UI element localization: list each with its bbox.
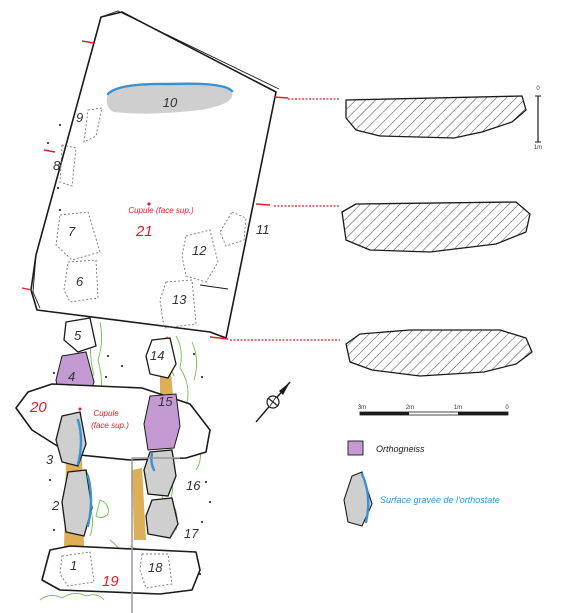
stone-label-11: 11 [256, 222, 270, 237]
section-2 [341, 201, 531, 253]
stone-label-9: 9 [76, 110, 83, 125]
cupule-note-20-l1: Cupule [93, 409, 119, 418]
stone-label-18: 18 [148, 560, 163, 575]
stone-label-12: 12 [192, 243, 207, 258]
section-scale: 0 1m [534, 86, 542, 151]
plan-scale-label-0: 0 [505, 405, 509, 411]
stone-label-6: 6 [76, 274, 84, 289]
section-guides [230, 98, 340, 341]
stone-14: 14 [145, 337, 177, 379]
stone-16: 16 [143, 449, 201, 497]
stone-label-2: 2 [51, 498, 60, 513]
stone-label-15: 15 [158, 394, 173, 409]
stone-3: 3 [46, 411, 87, 467]
stone-label-20: 20 [29, 399, 47, 416]
stone-12: 12 [181, 229, 219, 283]
stone-label-1: 1 [70, 558, 77, 573]
cupule-marker-21 [147, 202, 151, 206]
stone-label-5: 5 [74, 328, 82, 343]
stone-17: 17 [145, 497, 199, 541]
cupule-note-21: Cupule (face sup.) [128, 206, 194, 215]
section-ticks [21, 40, 289, 340]
cupule-note-20-l2: (face sup.) [91, 421, 129, 430]
stone-label-3: 3 [46, 452, 54, 467]
slab-19: 1 18 19 [41, 545, 201, 595]
stone-7: 7 [55, 211, 101, 261]
section-1 [345, 95, 527, 139]
stone-label-19: 19 [102, 573, 119, 590]
grey-frame [131, 457, 180, 613]
stone-13: 13 [159, 279, 197, 329]
stone-label-8: 8 [53, 158, 61, 173]
stone-6: 6 [63, 259, 99, 303]
stone-5: 5 [63, 317, 97, 353]
capstone-21 [30, 10, 280, 339]
stone-10: 10 [106, 82, 234, 114]
stone-label-14: 14 [150, 348, 164, 363]
stone-2: 2 [51, 469, 93, 537]
section-scale-top: 0 [536, 86, 540, 92]
stone-label-17: 17 [184, 526, 199, 541]
legend: Orthogneiss Surface gravée de l'orthosta… [343, 440, 500, 527]
north-arrow-icon [255, 381, 291, 423]
plan-scale-label-3m: 3m [358, 405, 366, 411]
stone-15: 15 [143, 393, 181, 451]
stone-label-21: 21 [135, 223, 153, 240]
legend-label-engraved: Surface gravée de l'orthostate [380, 495, 500, 505]
plan-scale: 3m 2m 1m 0 [358, 405, 509, 416]
legend-label-orthogneiss: Orthogneiss [376, 444, 425, 454]
ochre-fill-center [132, 468, 146, 540]
stone-8: 8 [53, 144, 77, 187]
legend-swatch-orthogneiss [347, 440, 364, 456]
stone-label-4: 4 [68, 369, 75, 384]
plan-scale-label-1m: 1m [454, 405, 462, 411]
stone-11: 11 [219, 211, 270, 247]
stone-9: 9 [76, 107, 103, 143]
section-3 [345, 329, 533, 377]
stone-label-10: 10 [163, 95, 178, 110]
stone-label-16: 16 [186, 478, 201, 493]
cupule-marker-20 [78, 407, 82, 411]
plan-scale-label-2m: 2m [406, 405, 414, 411]
stone-label-7: 7 [68, 224, 76, 239]
section-scale-bottom: 1m [534, 145, 542, 151]
stone-label-13: 13 [172, 292, 187, 307]
